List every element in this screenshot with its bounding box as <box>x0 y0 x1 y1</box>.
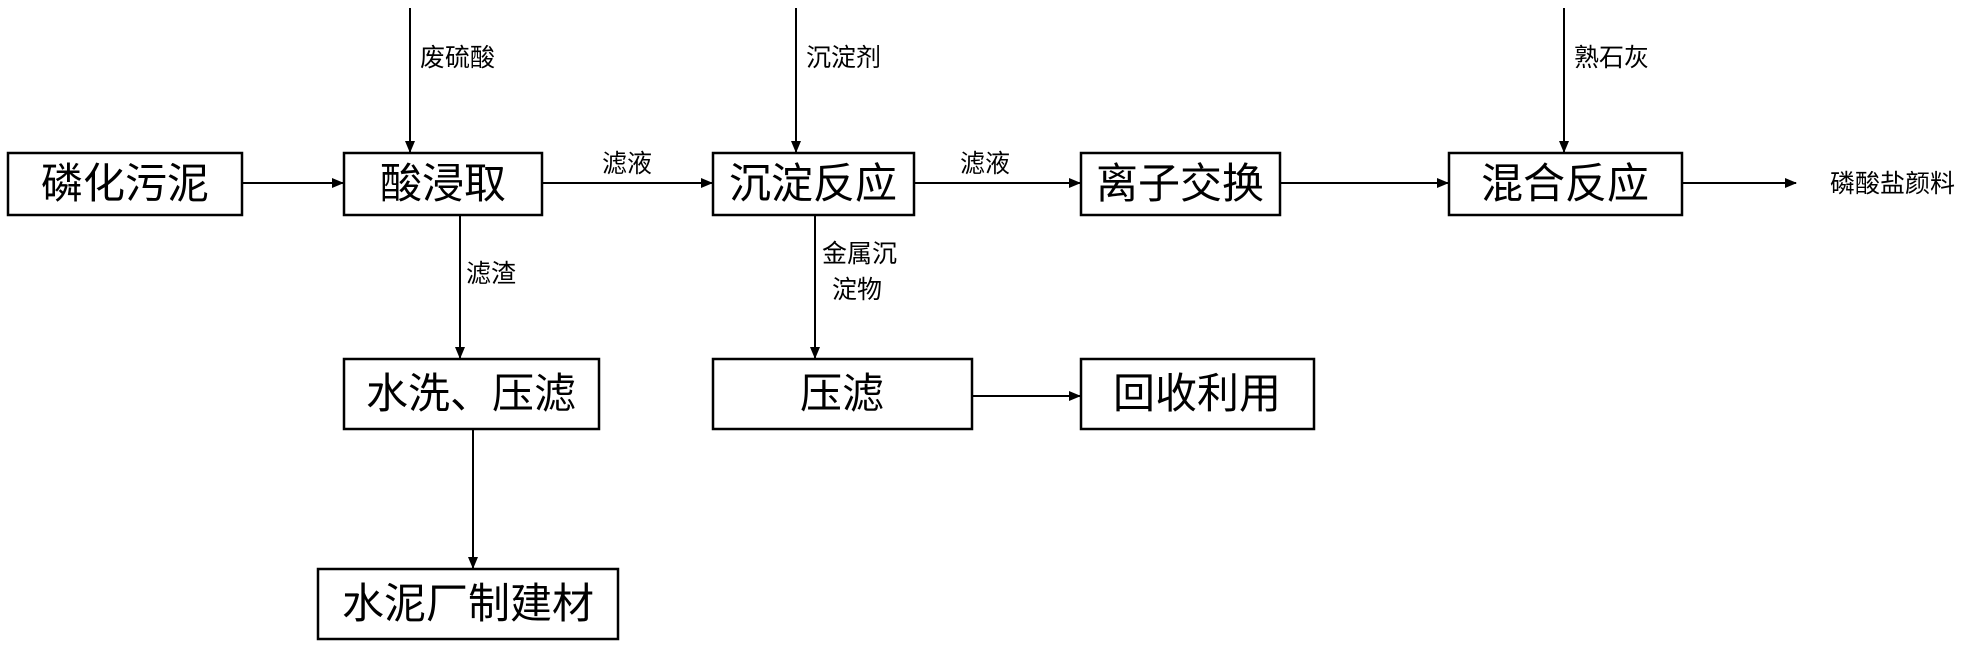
label-phosphate-pigment: 磷酸盐颜料 <box>1830 169 1955 198</box>
svg-text:磷化污泥: 磷化污泥 <box>41 159 209 208</box>
node-mixing-reaction: 混合反应 <box>1447 151 1684 217</box>
node-acid-leaching: 酸浸取 <box>342 151 544 217</box>
node-wash-press-filter: 水洗、压滤 <box>342 357 601 431</box>
node-cement-building-materials: 水泥厂制建材 <box>316 567 620 641</box>
svg-text:沉淀反应: 沉淀反应 <box>729 159 897 208</box>
node-phosphating-sludge: 磷化污泥 <box>6 151 244 217</box>
svg-text:离子交换: 离子交换 <box>1096 159 1264 208</box>
svg-text:水泥厂制建材: 水泥厂制建材 <box>342 579 594 628</box>
svg-text:压滤: 压滤 <box>800 369 884 418</box>
label-filtrate-2: 滤液 <box>960 149 1010 178</box>
label-metal-precipitate-line2: 淀物 <box>832 275 882 304</box>
node-recycling: 回收利用 <box>1079 357 1316 431</box>
node-press-filter: 压滤 <box>711 357 974 431</box>
svg-text:酸浸取: 酸浸取 <box>380 159 506 208</box>
label-metal-precipitate-line1: 金属沉 <box>822 239 897 268</box>
node-precipitation-reaction: 沉淀反应 <box>711 151 916 217</box>
svg-text:水洗、压滤: 水洗、压滤 <box>366 369 576 418</box>
connectors <box>242 8 1797 569</box>
label-filter-residue: 滤渣 <box>466 259 516 288</box>
label-filtrate-1: 滤液 <box>602 149 652 178</box>
svg-text:回收利用: 回收利用 <box>1113 369 1281 418</box>
node-ion-exchange: 离子交换 <box>1079 151 1282 217</box>
svg-text:混合反应: 混合反应 <box>1481 159 1649 208</box>
label-slaked-lime: 熟石灰 <box>1574 43 1649 72</box>
label-precipitant: 沉淀剂 <box>806 43 881 72</box>
label-waste-sulfuric-acid: 废硫酸 <box>420 43 495 72</box>
